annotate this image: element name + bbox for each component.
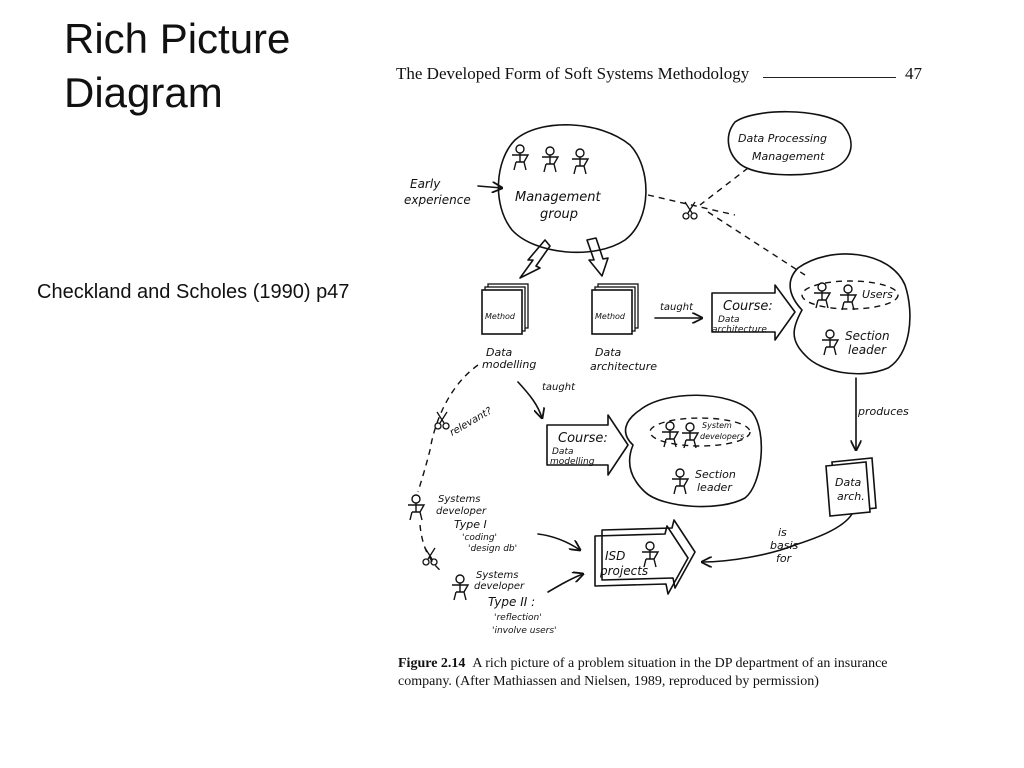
- course-dm-label-2: Data: [552, 447, 574, 457]
- data-arch-label-2: arch.: [837, 490, 865, 503]
- early-experience-label-1: Early: [410, 177, 441, 191]
- is-basis-for-arrow: [702, 513, 853, 562]
- management-group-label-1: Management: [515, 190, 602, 205]
- section-leader-2-label-2: leader: [697, 481, 733, 494]
- person-icon: [681, 422, 699, 449]
- section-leader-2-label-1: Section: [695, 468, 736, 481]
- method-doc-data-architecture: Method: [591, 283, 639, 335]
- method-doc-data-modelling: Method: [481, 283, 529, 335]
- system-developers-label-2: developers: [700, 432, 744, 441]
- system-developers-group-outline: [649, 417, 751, 447]
- figure-caption-label: Figure 2.14: [398, 656, 466, 671]
- users-section-leader-blob: Users Section leader: [789, 253, 911, 375]
- isd-projects-box: ISD projects: [594, 519, 696, 595]
- system-developers-label-1: System: [702, 421, 732, 430]
- course-dm-label-1: Course:: [558, 431, 608, 446]
- book-page-number: 47: [905, 64, 922, 83]
- type1-label-1: Systems: [438, 494, 481, 505]
- produces-label: produces: [857, 405, 909, 418]
- systems-developer-type-1: Systems developer Type I 'coding' 'desig…: [407, 494, 517, 554]
- dashed-link: [419, 524, 443, 573]
- data-modelling-label-1: Data: [486, 346, 513, 359]
- person-icon: [839, 284, 857, 311]
- person-icon: [511, 144, 529, 171]
- type2-label-4: 'reflection': [494, 613, 542, 623]
- type2-label-3: Type II :: [488, 595, 535, 609]
- early-experience-arrow: [477, 186, 502, 188]
- systems-developer-type-2: Systems developer Type II : 'reflection'…: [451, 570, 557, 636]
- relevant-label: relevant?: [448, 405, 495, 438]
- header-rule: [763, 77, 896, 78]
- person-icon: [813, 282, 831, 309]
- dashed-link: [417, 364, 479, 493]
- figure-caption-text: A rich picture of a problem situation in…: [398, 656, 888, 689]
- course-dm-label-3: modelling: [550, 457, 595, 467]
- data-architecture-label-2: architecture: [590, 360, 657, 373]
- person-icon: [641, 541, 659, 568]
- system-developers-section-leader-blob: System developers Section leader: [624, 394, 763, 508]
- course-data-architecture-box: Course: Data architecture: [711, 284, 796, 341]
- person-icon: [821, 329, 839, 356]
- type2-label-5: 'involve users': [492, 626, 557, 636]
- scissors-icon: [434, 411, 450, 430]
- hollow-arrow-down-icon: [586, 237, 609, 277]
- dp-management-blob: Data Processing Management: [727, 110, 852, 176]
- taught-arrow-2: [517, 381, 542, 418]
- early-experience-label-2: experience: [404, 193, 471, 207]
- method-doc-label: Method: [595, 312, 626, 321]
- slide-title-line-2: Diagram: [64, 69, 223, 116]
- person-icon: [661, 421, 679, 448]
- slide-title-line-1: Rich Picture: [64, 15, 291, 62]
- type2-label-2: developer: [474, 581, 525, 592]
- dashed-link: [699, 167, 749, 206]
- type1-label-2: developer: [436, 506, 487, 517]
- scissors-icon: [422, 547, 438, 566]
- course-da-label-1: Course:: [723, 299, 773, 314]
- users-label: Users: [862, 288, 893, 301]
- type1-label-3: Type I: [454, 518, 487, 531]
- taught-label-1: taught: [660, 302, 694, 313]
- data-arch-document: Data arch.: [825, 457, 877, 517]
- taught-label-2: taught: [542, 382, 576, 393]
- data-architecture-label-1: Data: [595, 346, 622, 359]
- dashed-link: [707, 211, 806, 276]
- course-da-label-3: architecture: [712, 325, 767, 335]
- person-icon: [541, 146, 559, 173]
- is-basis-for-label-3: for: [776, 552, 793, 565]
- dashed-link: [647, 194, 736, 216]
- data-modelling-label-2: modelling: [482, 358, 536, 371]
- slide-title: Rich Picture Diagram: [64, 12, 290, 120]
- person-icon: [571, 148, 589, 175]
- type1-to-isd-arrow: [537, 533, 580, 550]
- type1-label-4: 'coding': [462, 533, 497, 543]
- type1-label-5: 'design db': [468, 544, 517, 554]
- course-da-label-2: Data: [718, 315, 740, 325]
- isd-projects-label-1: ISD: [605, 549, 625, 563]
- management-group-blob: Management group: [497, 124, 647, 254]
- users-group-outline: [801, 280, 899, 310]
- hollow-arrow-down-icon: [519, 239, 551, 279]
- type2-to-isd-arrow: [547, 574, 583, 593]
- course-data-modelling-box: Course: Data modelling: [546, 414, 629, 476]
- rich-picture-diagram: Management group Early experience Data P…: [404, 110, 911, 636]
- person-icon: [451, 574, 469, 601]
- isd-projects-label-2: projects: [599, 564, 648, 578]
- is-basis-for-label-1: is: [778, 526, 787, 539]
- data-arch-label-1: Data: [835, 476, 862, 489]
- management-group-label-2: group: [540, 207, 578, 222]
- figure-caption: Figure 2.14 A rich picture of a problem …: [398, 655, 930, 691]
- section-leader-1-label-1: Section: [845, 329, 890, 343]
- type2-label-1: Systems: [476, 570, 519, 581]
- scissors-icon: [682, 201, 698, 220]
- method-doc-label: Method: [485, 312, 516, 321]
- citation-text: Checkland and Scholes (1990) p47: [37, 281, 350, 303]
- book-header-title: The Developed Form of Soft Systems Metho…: [396, 64, 750, 83]
- section-leader-1-label-2: leader: [848, 343, 887, 357]
- person-icon: [671, 468, 689, 495]
- is-basis-for-label-2: basis: [770, 539, 799, 552]
- dp-management-label-1: Data Processing: [738, 132, 827, 145]
- person-icon: [407, 494, 425, 521]
- dp-management-label-2: Management: [752, 150, 825, 163]
